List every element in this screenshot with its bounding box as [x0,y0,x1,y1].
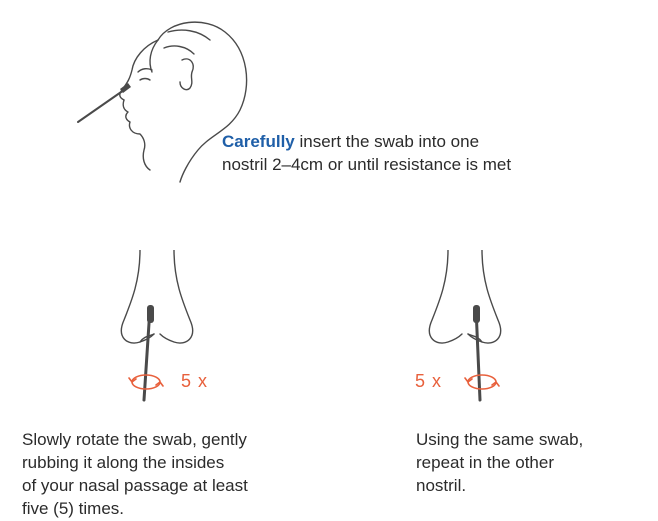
step2-line-3: of your nasal passage at least [22,474,248,497]
nose-swab-illustration-left [110,250,230,420]
step3-instruction: Using the same swab, repeat in the other… [416,428,583,497]
step2-line-4: five (5) times. [22,497,248,520]
step3-line-3: nostril. [416,474,583,497]
step2-line-2: rubbing it along the insides [22,451,248,474]
nose-swab-illustration-right [418,250,538,420]
step2-line-1: Slowly rotate the swab, gently [22,428,248,451]
step1-text-line1: insert the swab into one [295,132,479,151]
step2-count: 5 x [181,371,208,392]
step1-text-line2: nostril 2–4cm or until resistance is met [222,155,511,174]
step3-count: 5 x [415,371,442,392]
step3-line-2: repeat in the other [416,451,583,474]
step2-instruction: Slowly rotate the swab, gently rubbing i… [22,428,248,520]
step3-line-1: Using the same swab, [416,428,583,451]
step1-emphasis: Carefully [222,132,295,151]
step1-instruction: Carefully insert the swab into one nostr… [222,130,511,176]
